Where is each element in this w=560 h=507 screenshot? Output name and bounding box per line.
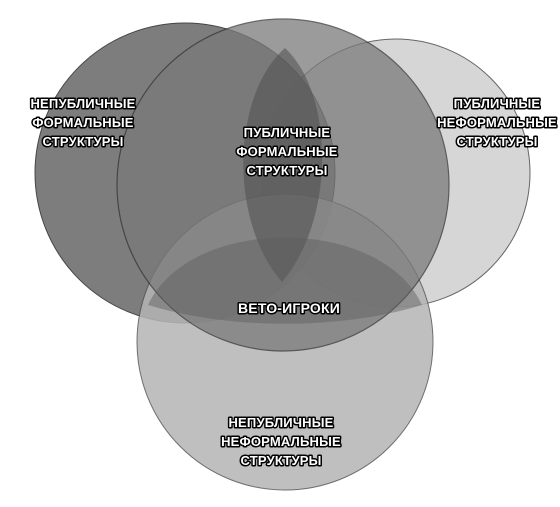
label-public-formal-line-1: ПУБЛИЧНЫЕ — [244, 125, 331, 140]
overlap-lower-center — [148, 237, 422, 324]
label-nonpublic-informal: НЕПУБЛИЧНЫЕ НЕФОРМАЛЬНЫЕ СТРУКТУРЫ — [220, 414, 343, 470]
label-public-informal-line-3: СТРУКТУРЫ — [456, 134, 537, 149]
label-nonpublic-informal-line-3: СТРУКТУРЫ — [240, 453, 321, 468]
label-public-informal: ПУБЛИЧНЫЕ НЕФОРМАЛЬНЫЕ СТРУКТУРЫ — [436, 95, 559, 151]
label-nonpublic-formal: НЕПУБЛИЧНЫЕ ФОРМАЛЬНЫЕ СТРУКТУРЫ — [29, 95, 137, 151]
label-public-informal-line-2: НЕФОРМАЛЬНЫЕ — [437, 115, 557, 130]
label-public-formal-line-2: ФОРМАЛЬНЫЕ — [236, 144, 337, 159]
label-public-formal: ПУБЛИЧНЫЕ ФОРМАЛЬНЫЕ СТРУКТУРЫ — [235, 124, 339, 180]
label-public-formal-line-3: СТРУКТУРЫ — [246, 163, 327, 178]
label-nonpublic-formal-line-3: СТРУКТУРЫ — [42, 134, 123, 149]
label-public-informal-line-1: ПУБЛИЧНЫЕ — [454, 96, 541, 111]
label-nonpublic-informal-line-2: НЕФОРМАЛЬНЫЕ — [221, 434, 341, 449]
overlap-public-formal — [243, 48, 323, 282]
label-nonpublic-informal-line-1: НЕПУБЛИЧНЫЕ — [228, 415, 333, 430]
label-nonpublic-formal-line-2: ФОРМАЛЬНЫЕ — [32, 115, 133, 130]
label-veto-players: ВЕТО-ИГРОКИ — [238, 300, 340, 316]
label-nonpublic-formal-line-1: НЕПУБЛИЧНЫЕ — [30, 96, 135, 111]
